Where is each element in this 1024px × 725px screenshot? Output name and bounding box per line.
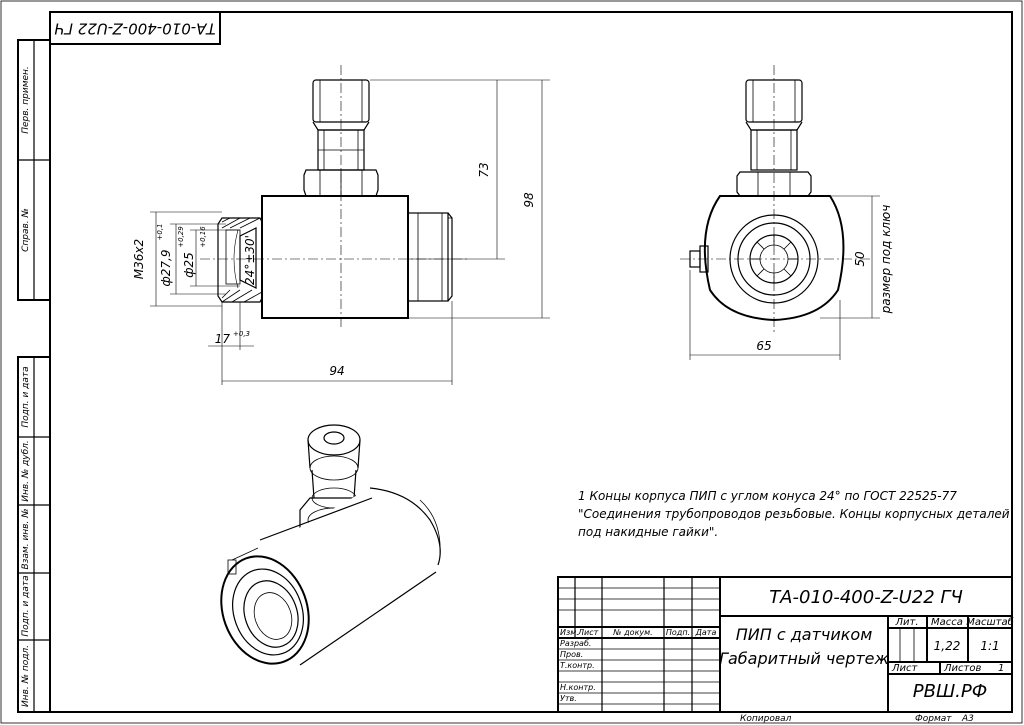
dim-len17: 17 [215, 332, 231, 346]
side-inv-podl: Инв. № подл. [21, 645, 31, 707]
col-data: Дата [695, 628, 717, 637]
format-value: А3 [961, 714, 974, 724]
dim-dia2-tol-low: +0,16 [199, 226, 207, 248]
side-sprav-no: Справ. № [21, 208, 31, 252]
dim-w65: 65 [756, 339, 771, 353]
row-razrab: Разраб. [560, 639, 591, 648]
side-podp-data-2: Подп. и дата [21, 575, 31, 636]
title-lit: Лит. [894, 617, 918, 628]
dim-len94: 94 [329, 364, 344, 378]
side-podp-data-1: Подп. и дата [21, 366, 31, 427]
dim-h50: 50 [853, 251, 867, 267]
dim-dia1: ф27,9 [159, 250, 173, 287]
title-name-2: Габаритный чертеж [719, 649, 889, 668]
side-view [680, 65, 870, 335]
title-scale-value: 1:1 [980, 639, 999, 653]
col-list: Лист [577, 628, 599, 637]
side-dimensions: 65 50 размер под ключ [689, 195, 893, 360]
dim-thread: М36х2 [132, 239, 146, 279]
title-org: РВШ.РФ [913, 681, 988, 702]
title-mass-value: 1,22 [934, 639, 961, 653]
designation-rotated: ТА-010-400-Z-U22 ГЧ [54, 20, 215, 38]
title-block: ТА-010-400-Z-U22 ГЧ ПИП с датчиком Габар… [557, 576, 1014, 724]
kopiroval: Копировал [740, 714, 792, 724]
format-label: Формат [915, 714, 952, 724]
dim-dia2-tol-up: +0,29 [177, 226, 185, 248]
col-doc-no: № докум. [612, 628, 652, 637]
note-line-2: "Соединения трубопроводов резьбовые. Кон… [578, 507, 1010, 521]
col-izm: Изм. [560, 628, 579, 637]
title-name-1: ПИП с датчиком [736, 625, 873, 644]
designation-box [49, 11, 221, 45]
front-view [200, 65, 470, 330]
title-masshtab: Масштаб [966, 616, 1014, 628]
row-utv: Утв. [560, 694, 577, 703]
front-dimensions: М36х2 ф27,9 +0,1 ф25 +0,29 +0,16 24°±30'… [132, 79, 550, 385]
title-listov: Листов [943, 663, 981, 674]
dim-h73: 73 [477, 162, 491, 177]
note-line-1: 1 Концы корпуса ПИП с углом конуса 24° п… [578, 489, 957, 503]
row-tkontr: Т.контр. [560, 661, 595, 670]
note-line-3: под накидные гайки". [578, 525, 718, 539]
side-vzam-inv: Взам. инв. № [21, 508, 31, 569]
row-prov: Пров. [560, 650, 583, 659]
dim-len17-tol: +0,3 [233, 330, 250, 338]
title-designation: ТА-010-400-Z-U22 ГЧ [769, 587, 963, 608]
dim-dia1-tol: +0,1 [156, 224, 164, 241]
isometric-view [220, 424, 441, 666]
dim-key-size: размер под ключ [879, 205, 893, 315]
side-inv-dubl: Инв. № дубл. [21, 440, 31, 502]
title-list: Лист [891, 663, 919, 674]
col-podp: Подп. [666, 628, 690, 637]
dim-angle: 24°±30' [243, 235, 257, 285]
dim-dia2: ф25 [182, 252, 196, 278]
row-nkontr: Н.контр. [560, 683, 596, 692]
title-massa: Масса [931, 617, 963, 628]
dim-h98: 98 [522, 192, 536, 208]
side-strip: Перв. примен. Справ. № Подп. и дата Инв.… [17, 39, 51, 713]
title-listov-value: 1 [998, 663, 1004, 674]
notes: 1 Концы корпуса ПИП с углом конуса 24° п… [578, 489, 1010, 539]
side-perv-primen: Перв. примен. [21, 66, 31, 134]
